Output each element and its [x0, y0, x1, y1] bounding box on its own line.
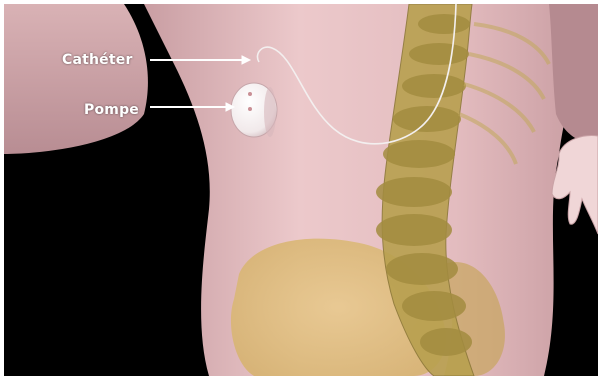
pump-label: Pompe	[84, 102, 139, 118]
pump-device	[231, 83, 277, 137]
anatomy-illustration: Cathéter Pompe	[4, 4, 598, 376]
catheter-label: Cathéter	[62, 52, 133, 68]
